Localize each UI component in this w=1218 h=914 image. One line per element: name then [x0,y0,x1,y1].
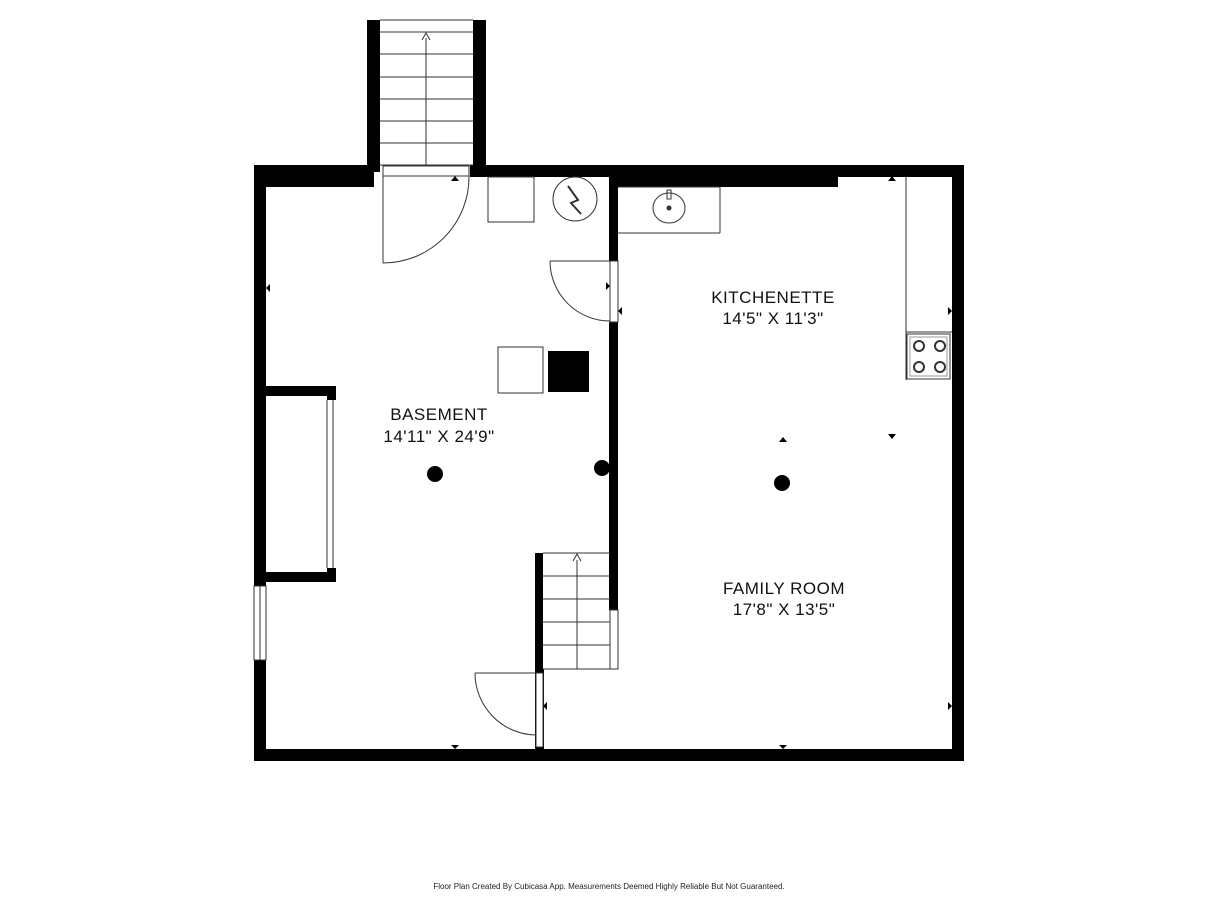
lower-stairs [543,552,619,670]
room-dims-kitchenette: 14'5" X 11'3" [722,309,823,328]
kitchen-sink [618,186,721,234]
stove-icon [906,333,951,380]
upper-stairs [380,19,473,166]
closet-wall [266,386,336,582]
window-left [253,585,267,661]
closet-opening [326,400,334,568]
top-entry-door [382,165,470,264]
support-posts [427,460,790,491]
utility-box [487,176,535,223]
room-dims-basement: 14'11" X 24'9" [383,427,494,446]
room-name-kitchenette: KITCHENETTE [711,288,835,307]
kitchen-counter-right [905,177,952,380]
water-heater-icon [552,176,598,222]
footer-disclaimer: Floor Plan Created By Cubicasa App. Meas… [433,882,785,891]
interior-door-lower [474,672,544,748]
upper-stair-walls [367,20,486,172]
room-dims-family-room: 17'8" X 13'5" [733,600,836,619]
room-name-family-room: FAMILY ROOM [723,579,845,598]
interior-door-upper [549,260,619,323]
dimension-markers [266,176,952,749]
washer-box [497,346,544,394]
dryer-box [548,351,589,392]
room-name-basement: BASEMENT [390,405,488,424]
